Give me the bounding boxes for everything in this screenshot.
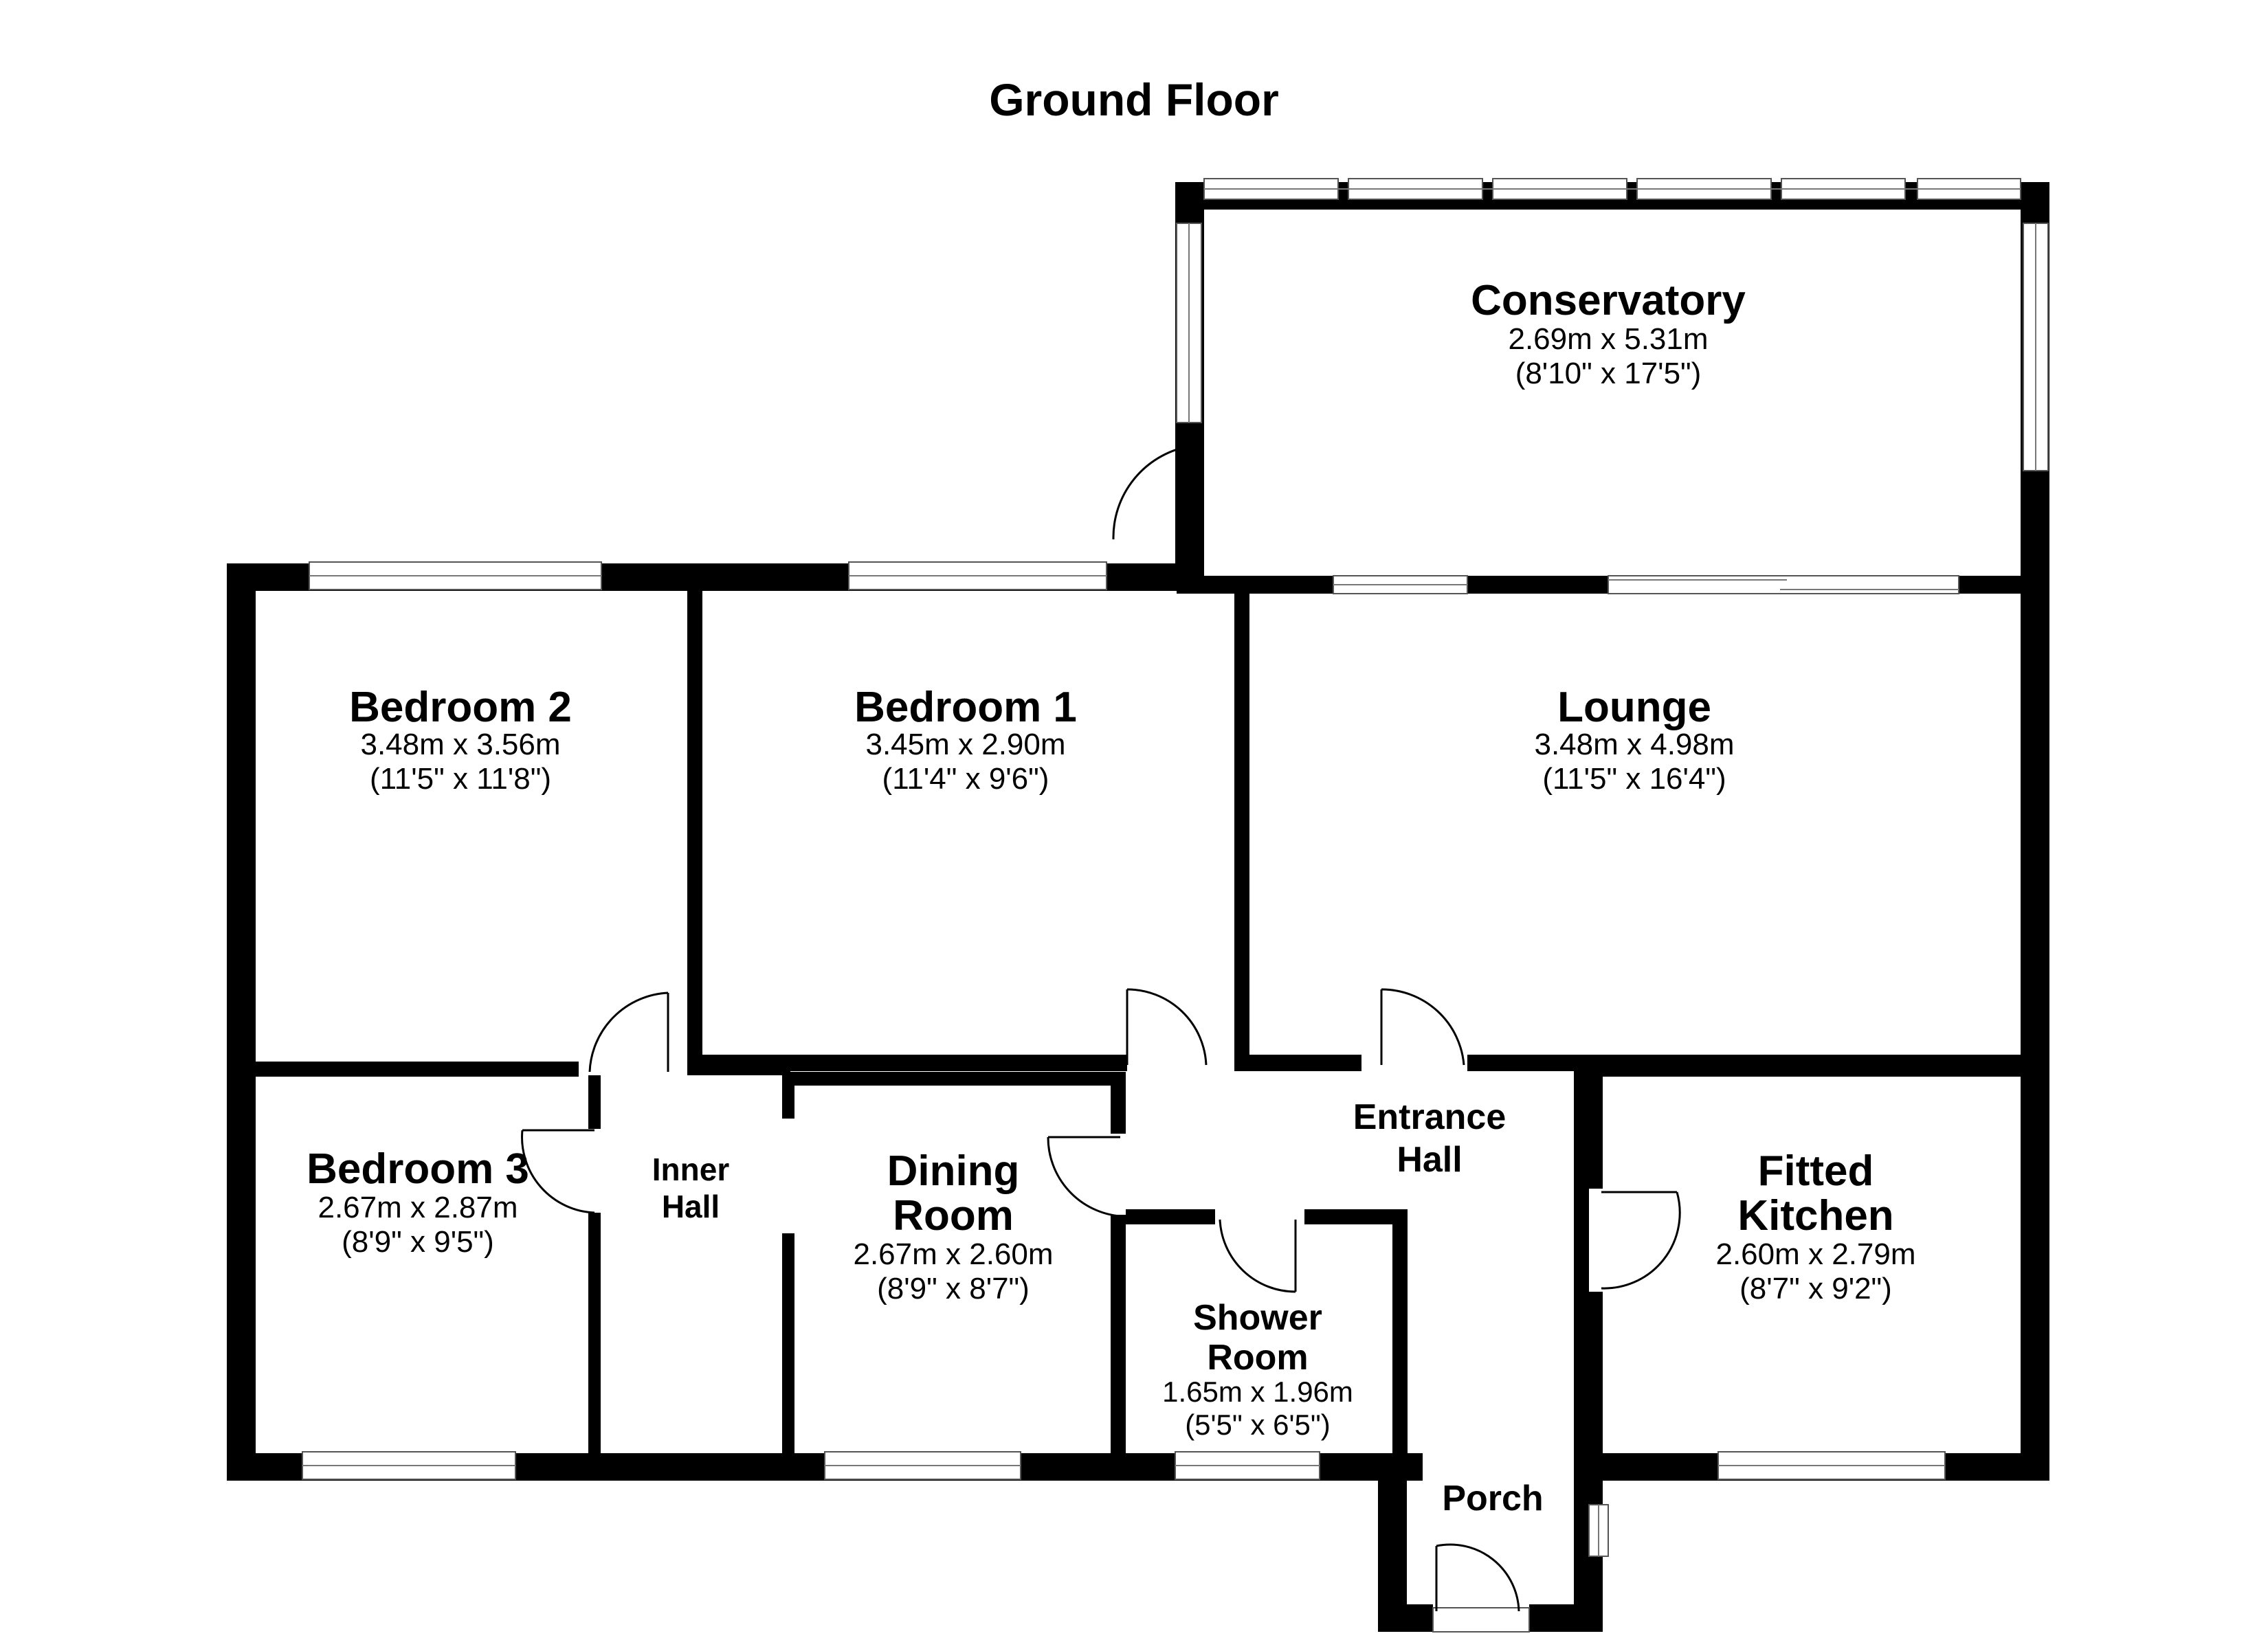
inner-hall-name-2: Hall	[662, 1189, 720, 1224]
kitchen-metric: 2.60m x 2.79m	[1715, 1237, 1915, 1271]
wall-porch-south-b	[1529, 1604, 1603, 1632]
floor-title: Ground Floor	[989, 74, 1279, 125]
lounge-metric: 3.48m x 4.98m	[1534, 728, 1734, 761]
wall-inner-hall-north	[687, 1062, 790, 1075]
wall-shower-east	[1392, 1209, 1408, 1453]
inner-hall-name-1: Inner	[652, 1152, 730, 1187]
kitchen-imperial: (8'7" x 9'2")	[1739, 1272, 1892, 1305]
wall-bed2-south	[256, 1062, 579, 1077]
bedroom1-metric: 3.45m x 2.90m	[865, 728, 1065, 761]
lounge-name: Lounge	[1557, 684, 1711, 731]
door-bedroom2-swing	[588, 991, 669, 1073]
porch-front-door-frame	[1432, 1607, 1530, 1633]
wall-kitchen-west-b	[1588, 1292, 1603, 1453]
door-shower-swing	[1219, 1219, 1296, 1293]
door-porch-swing	[1436, 1543, 1520, 1612]
door-dining-swing	[1047, 1136, 1121, 1218]
wall-shower-north-b	[1304, 1209, 1406, 1224]
wall-dining-west-b	[782, 1233, 794, 1453]
wall-dining-east-b	[1111, 1215, 1126, 1453]
dining-room-imperial: (8'9" x 8'7")	[877, 1272, 1030, 1305]
wall-porch-south-a	[1378, 1604, 1433, 1632]
wall-bed3-east-b	[588, 1213, 601, 1453]
door-bedroom1-swing	[1126, 988, 1208, 1066]
kitchen-name-1: Fitted	[1758, 1147, 1874, 1195]
door-bedroom3-swing	[521, 1130, 595, 1214]
wall-bed3-east-a	[588, 1075, 601, 1129]
bedroom3-imperial: (8'9" x 9'5")	[342, 1225, 494, 1259]
porch-name: Porch	[1442, 1479, 1543, 1518]
shower-room-metric: 1.65m x 1.96m	[1162, 1376, 1353, 1408]
conservatory-name: Conservatory	[1471, 277, 1746, 324]
shower-room-name-1: Shower	[1193, 1298, 1322, 1338]
bedroom2-name: Bedroom 2	[349, 684, 572, 731]
doors	[521, 445, 1681, 1612]
shower-room-imperial: (5'5" x 6'5")	[1185, 1409, 1331, 1441]
door-kitchen-swing	[1601, 1191, 1681, 1290]
lounge-imperial: (11'5" x 16'4")	[1542, 762, 1726, 796]
wall-dining-east-a	[1111, 1072, 1126, 1134]
bedroom1-name: Bedroom 1	[854, 684, 1077, 731]
shower-room-name-2: Room	[1207, 1338, 1308, 1378]
wall-bed1-lounge	[1234, 591, 1249, 1057]
wall-lounge-south-a	[1234, 1055, 1361, 1071]
wall-dining-north	[794, 1072, 1124, 1086]
bedroom2-imperial: (11'5" x 11'8")	[370, 762, 551, 796]
door-lounge-swing	[1381, 988, 1465, 1066]
wall-porch-west	[1378, 1453, 1407, 1632]
bedroom2-metric: 3.48m x 3.56m	[360, 728, 560, 761]
door-conservatory-swing	[1112, 445, 1188, 540]
wall-east	[2021, 576, 2049, 1481]
entrance-hall-name-1: Entrance	[1353, 1097, 1507, 1137]
bedroom3-name: Bedroom 3	[307, 1145, 529, 1193]
wall-west	[227, 563, 256, 1481]
wall-kitchen-west-a	[1588, 1072, 1603, 1189]
dining-room-name-1: Dining	[887, 1147, 1020, 1195]
wall-hall-east	[1574, 1062, 1589, 1453]
wall-bed2-bed1	[687, 591, 702, 1058]
room-labels: Conservatory 2.69m x 5.31m (8'10" x 17'5…	[307, 277, 1915, 1518]
conservatory-imperial: (8'10" x 17'5")	[1515, 357, 1702, 390]
wall-dining-west-a	[782, 1072, 794, 1119]
kitchen-name-2: Kitchen	[1737, 1192, 1893, 1239]
dining-room-name-2: Room	[893, 1192, 1014, 1239]
walls	[227, 182, 2049, 1632]
wall-kitchen-north	[1588, 1062, 2049, 1077]
windows	[302, 178, 2049, 1633]
bedroom1-imperial: (11'4" x 9'6")	[882, 762, 1049, 796]
sliding-door-lounge	[1608, 575, 1959, 594]
dining-room-metric: 2.67m x 2.60m	[853, 1237, 1053, 1271]
conservatory-metric: 2.69m x 5.31m	[1508, 322, 1708, 356]
wall-shower-north-a	[1126, 1209, 1215, 1224]
entrance-hall-name-2: Hall	[1397, 1140, 1462, 1180]
bedroom3-metric: 2.67m x 2.87m	[318, 1191, 518, 1224]
